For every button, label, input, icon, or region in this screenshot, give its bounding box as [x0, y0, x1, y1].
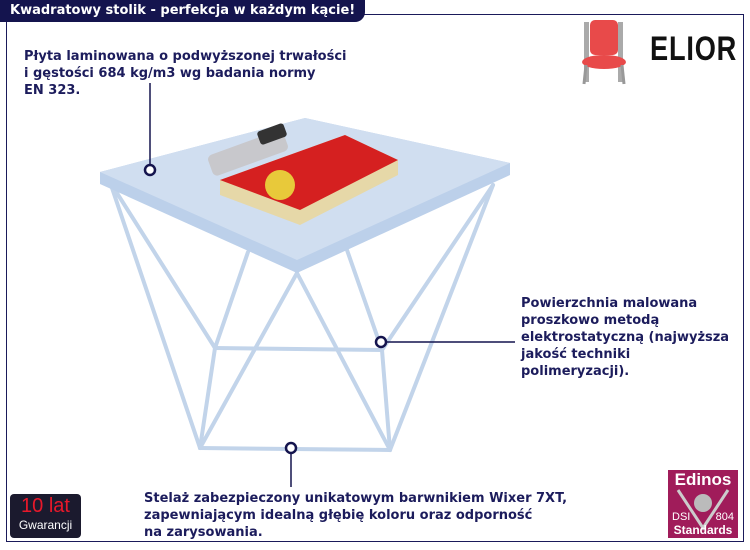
- cert-right: 804: [715, 511, 734, 523]
- warranty-label: Gwarancji: [18, 518, 73, 532]
- callout-dot: [284, 441, 298, 455]
- callout-dot: [143, 163, 157, 177]
- callout-top: Płyta laminowana o podwyższonej trwałośc…: [24, 49, 347, 98]
- warranty-years: 10 lat: [21, 495, 70, 517]
- remote-icon: [208, 123, 288, 176]
- cert-name: Edinos: [674, 470, 732, 489]
- page-title: Kwadratowy stolik - perfekcja w każdym k…: [0, 0, 366, 22]
- cert-bottom: Standards: [673, 523, 733, 537]
- table-frame: [108, 180, 495, 452]
- cert-emblem-icon: [676, 489, 730, 531]
- chair-icon: [582, 20, 626, 85]
- book-icon: [220, 135, 398, 225]
- brand-logo: ELIOR: [650, 30, 738, 68]
- cert-left: DSI: [672, 511, 691, 523]
- callout-right: Powierzchnia malowana proszkowo metodą e…: [521, 296, 730, 379]
- warranty-badge: 10 lat Gwarancji: [10, 494, 81, 538]
- certificate-badge: Edinos DSI 804 Standards: [668, 470, 738, 538]
- callout-dot: [374, 335, 388, 349]
- frame: [6, 14, 744, 542]
- callout-bottom: Stelaż zabezpieczony unikatowym barwniki…: [144, 491, 568, 540]
